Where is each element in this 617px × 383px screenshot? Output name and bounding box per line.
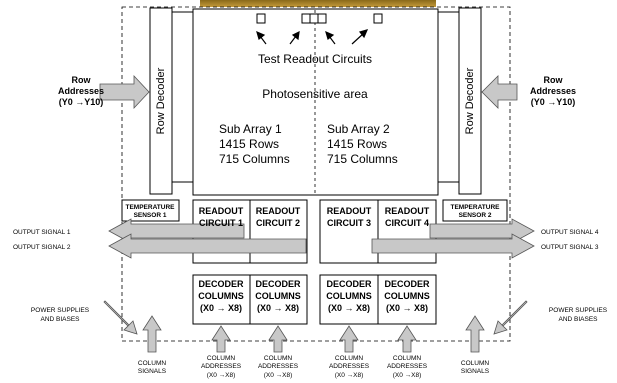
- svg-text:COLUMN: COLUMN: [461, 360, 489, 367]
- column-address-arrow-1: [212, 326, 230, 352]
- sub-array-1-cols: 715 Columns: [219, 152, 290, 166]
- svg-text:Row: Row: [72, 75, 92, 85]
- test-pad-5: [374, 14, 382, 23]
- svg-text:COLUMNS: COLUMNS: [198, 291, 244, 301]
- temp-sensor-1-line1: TEMPERATURE: [126, 204, 176, 211]
- output-signal-2-label: OUTPUT SIGNAL 2: [13, 244, 71, 251]
- svg-text:(X0 → X8): (X0 → X8): [257, 303, 299, 313]
- svg-text:SIGNALS: SIGNALS: [461, 368, 490, 375]
- row-address-arrow-right: [482, 76, 517, 108]
- power-left-line1: POWER SUPPLIES: [31, 307, 90, 314]
- svg-text:(X0 → X8): (X0 → X8): [328, 303, 370, 313]
- svg-text:Addresses: Addresses: [530, 86, 576, 96]
- svg-text:DECODER: DECODER: [198, 279, 244, 289]
- readout-3-line2: CIRCUIT 3: [327, 218, 371, 228]
- test-pad-3: [310, 14, 318, 23]
- row-decoder-left-label: Row Decoder: [155, 67, 167, 134]
- readout-4-line2: CIRCUIT 4: [385, 218, 429, 228]
- row-addresses-left-label: Row Addresses (Y0 →Y10): [58, 75, 104, 107]
- svg-text:ADDRESSES: ADDRESSES: [201, 363, 242, 370]
- svg-text:(X0 →X8): (X0 →X8): [207, 372, 236, 379]
- svg-text:(X0 → X8): (X0 → X8): [386, 303, 428, 313]
- svg-text:COLUMN: COLUMN: [335, 355, 363, 362]
- column-address-arrow-3: [340, 326, 358, 352]
- svg-text:(X0 →X8): (X0 →X8): [393, 372, 422, 379]
- readout-2-line1: READOUT: [256, 206, 301, 216]
- decoder-labels: DECODER COLUMNS (X0 → X8) DECODER COLUMN…: [198, 279, 430, 313]
- power-right-line1: POWER SUPPLIES: [549, 307, 608, 314]
- test-pad-2: [302, 14, 310, 23]
- temp-sensor-1-line2: SENSOR 1: [134, 212, 167, 219]
- readout-1-line1: READOUT: [199, 206, 244, 216]
- svg-text:(Y0 →Y10): (Y0 →Y10): [59, 97, 104, 107]
- row-addresses-right-label: Row Addresses (Y0 →Y10): [530, 75, 576, 107]
- svg-text:COLUMN: COLUMN: [393, 355, 421, 362]
- svg-text:ADDRESSES: ADDRESSES: [258, 363, 299, 370]
- svg-text:(X0 →X8): (X0 →X8): [264, 372, 293, 379]
- svg-text:COLUMN: COLUMN: [264, 355, 292, 362]
- readout-4-line1: READOUT: [385, 206, 430, 216]
- svg-text:COLUMNS: COLUMNS: [384, 291, 430, 301]
- test-readout-label: Test Readout Circuits: [258, 52, 372, 66]
- svg-text:ADDRESSES: ADDRESSES: [387, 363, 428, 370]
- svg-text:(Y0 →Y10): (Y0 →Y10): [531, 97, 576, 107]
- readout-1-line2: CIRCUIT 1: [199, 218, 243, 228]
- column-address-arrow-2: [269, 326, 287, 352]
- svg-text:Row: Row: [544, 75, 564, 85]
- row-address-arrow-left: [100, 76, 149, 108]
- sub-array-1-rows: 1415 Rows: [219, 137, 279, 151]
- temp-sensor-2-line1: TEMPERATURE: [451, 204, 501, 211]
- svg-text:DECODER: DECODER: [384, 279, 430, 289]
- power-left-line2: AND BIASES: [40, 316, 80, 323]
- svg-text:COLUMN: COLUMN: [138, 360, 166, 367]
- svg-text:(X0 → X8): (X0 → X8): [200, 303, 242, 313]
- svg-text:Addresses: Addresses: [58, 86, 104, 96]
- svg-text:COLUMNS: COLUMNS: [326, 291, 372, 301]
- power-right-line2: AND BIASES: [558, 316, 598, 323]
- row-decoder-left: Row Decoder: [150, 8, 193, 194]
- photosensitive-label: Photosensitive area: [262, 87, 368, 101]
- power-arrow-left: [104, 301, 137, 334]
- column-signals-arrow-right: [466, 316, 484, 352]
- svg-text:(X0 →X8): (X0 →X8): [335, 372, 364, 379]
- column-signals-arrow-left: [143, 316, 161, 352]
- readout-2-line2: CIRCUIT 2: [256, 218, 300, 228]
- svg-text:COLUMNS: COLUMNS: [255, 291, 301, 301]
- column-address-arrow-4: [398, 326, 416, 352]
- temp-sensor-2-line2: SENSOR 2: [459, 212, 492, 219]
- sub-array-2-cols: 715 Columns: [327, 152, 398, 166]
- readout-3-line1: READOUT: [327, 206, 372, 216]
- power-arrow-right: [494, 301, 527, 334]
- test-pad-1: [257, 14, 265, 23]
- svg-text:DECODER: DECODER: [255, 279, 301, 289]
- row-decoder-right-label: Row Decoder: [464, 67, 476, 134]
- test-pad-4: [318, 14, 326, 23]
- photosensitive-area: [193, 9, 438, 195]
- output-signal-1-label: OUTPUT SIGNAL 1: [13, 229, 71, 236]
- svg-text:COLUMN: COLUMN: [207, 355, 235, 362]
- output-signal-4-label: OUTPUT SIGNAL 4: [541, 229, 599, 236]
- svg-text:ADDRESSES: ADDRESSES: [329, 363, 370, 370]
- output-signal-3-label: OUTPUT SIGNAL 3: [541, 244, 599, 251]
- svg-text:SIGNALS: SIGNALS: [138, 368, 167, 375]
- row-decoder-right: Row Decoder: [438, 8, 481, 194]
- sub-array-2-rows: 1415 Rows: [327, 137, 387, 151]
- bottom-labels: COLUMN SIGNALS COLUMN SIGNALS COLUMN ADD…: [138, 355, 490, 379]
- package-top-strip: [200, 0, 436, 7]
- svg-text:DECODER: DECODER: [326, 279, 372, 289]
- sub-array-1-name: Sub Array 1: [219, 122, 282, 136]
- sub-array-2-name: Sub Array 2: [327, 122, 390, 136]
